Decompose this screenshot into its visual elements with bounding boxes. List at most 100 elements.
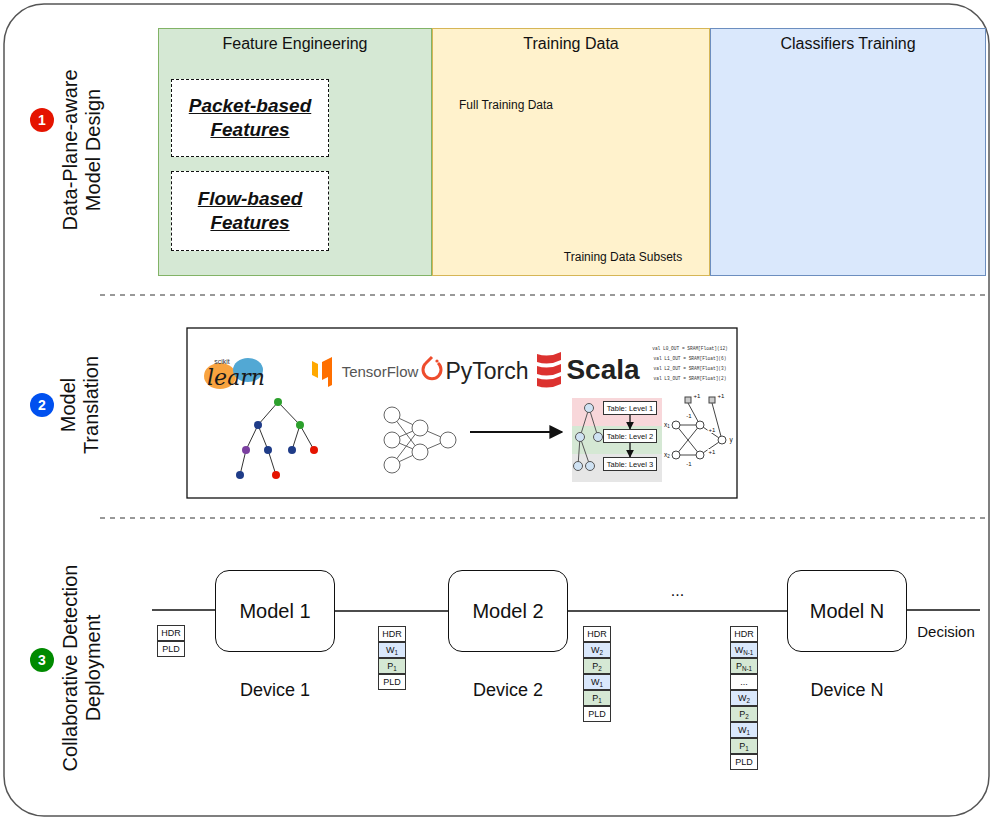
weight-label: +1 (708, 449, 717, 455)
packet-field: P2 (730, 706, 758, 722)
node-text: Packet-based Features (172, 94, 328, 142)
node-text: WN-1 (735, 646, 754, 655)
table-box: Table: Level 3 (603, 457, 657, 471)
packet-field: PLD (157, 641, 185, 657)
node-text: P1 (592, 694, 602, 703)
node-text: PLD (588, 710, 606, 719)
weight-label: x2 (663, 452, 671, 459)
packet-field: W2 (730, 690, 758, 706)
connector (629, 443, 630, 457)
node-text: Feature Engineering (223, 35, 368, 53)
node-text: Table: Level 3 (607, 460, 653, 469)
weight-label: y (728, 437, 733, 444)
feature-panel: Feature EngineeringPacket-based Features… (158, 28, 432, 276)
node-text: 3 (38, 652, 46, 668)
node-text: 2 (38, 397, 46, 413)
node-text: W1 (738, 726, 750, 735)
node-text: W2 (738, 694, 750, 703)
node-caption: Full Training Data (459, 98, 553, 112)
packet-field: ... (730, 674, 758, 690)
packet-field: PN-1 (730, 658, 758, 674)
section-title: Model Translation (57, 340, 103, 470)
packet-field: HDR (157, 625, 185, 641)
step-number: 2 (30, 393, 54, 417)
feature-box: Flow-based Features (171, 171, 329, 251)
logo-text: learn (207, 365, 265, 390)
translation-box (187, 328, 737, 498)
node-caption: Training Data Subsets (564, 250, 682, 264)
logo-text: scikit (214, 358, 230, 366)
pytorch-logo (423, 357, 441, 379)
model-box: Model 1 (215, 570, 335, 652)
connector (335, 610, 448, 611)
code-line: val L0_OUT = SRAM[Float](12) (652, 346, 728, 351)
connector (629, 415, 630, 429)
node-text: Table: Level 2 (607, 432, 653, 441)
weight-label: +1 (708, 427, 717, 433)
separator (100, 295, 985, 296)
caption-label: Device 2 (473, 680, 543, 701)
weight-label: -1 (685, 461, 692, 467)
weight-label: +1 (693, 393, 702, 399)
tensorflow-logo (312, 357, 332, 387)
decision-tree-figure (236, 398, 318, 479)
node-text: Flow-based Features (172, 187, 328, 235)
node-text: P1 (387, 662, 397, 671)
classifier-panel: Classifiers Training (710, 28, 986, 276)
caption-label: Device N (810, 680, 883, 701)
logo-text: TensorFlow (342, 363, 419, 380)
outer-frame (4, 4, 989, 816)
model-box: Model 2 (448, 570, 568, 652)
code-line: val L3_OUT = SRAM[Float](2) (654, 376, 727, 381)
caption-label: Decision (917, 623, 975, 640)
node-text: Training Data (523, 35, 618, 53)
packet-field: HDR (730, 626, 758, 642)
node-text: HDR (587, 630, 607, 639)
packet-field: PLD (730, 754, 758, 770)
scala-logo (537, 352, 561, 388)
packet-field: PLD (378, 674, 406, 690)
weight-label: -1 (685, 413, 692, 419)
node-text: Model 1 (239, 600, 310, 623)
table-box: Table: Level 2 (603, 429, 657, 443)
node-text: ... (740, 678, 748, 687)
step-number: 1 (30, 108, 54, 132)
packet-field: PLD (583, 706, 611, 722)
section-title: Collaborative Detection Deployment (59, 537, 105, 799)
node-text: HDR (382, 630, 402, 639)
code-line: val L1_OUT = SRAM[Float](6) (654, 356, 727, 361)
node-text: 1 (38, 112, 46, 128)
packet-field: P1 (378, 658, 406, 674)
node-text: W2 (591, 646, 603, 655)
packet-field: HDR (583, 626, 611, 642)
separator (100, 518, 985, 519)
packet-field: WN-1 (730, 642, 758, 658)
node-text: PLD (735, 758, 753, 767)
output-line (907, 609, 980, 610)
step-number: 3 (30, 648, 54, 672)
logo-text: PyTorch (445, 358, 528, 384)
node-text: HDR (161, 629, 181, 638)
translation-arrow (470, 431, 562, 433)
section-title: Data-Plane-aware Model Design (59, 50, 105, 250)
feature-box: Packet-based Features (171, 79, 329, 157)
node-text: Table: Level 1 (607, 404, 653, 413)
code-line: val L2_OUT = SRAM[Float](3) (654, 366, 727, 371)
neural-net-figure (384, 407, 456, 473)
weight-label: x1 (663, 422, 671, 429)
node-text: Classifiers Training (780, 35, 915, 53)
packet-field: P2 (583, 658, 611, 674)
packet-field: W1 (378, 642, 406, 658)
node-text: P2 (592, 662, 602, 671)
model-box: Model N (787, 570, 907, 652)
node-text: PLD (162, 645, 180, 654)
packet-field: HDR (378, 626, 406, 642)
training-panel: Training DataFull Training DataTraining … (432, 28, 710, 276)
node-text: W1 (386, 646, 398, 655)
weight-label: +1 (717, 393, 726, 399)
node-text: PLD (383, 678, 401, 687)
node-text: Model 2 (472, 600, 543, 623)
packet-field: W2 (583, 642, 611, 658)
node-text: PN-1 (736, 662, 752, 671)
